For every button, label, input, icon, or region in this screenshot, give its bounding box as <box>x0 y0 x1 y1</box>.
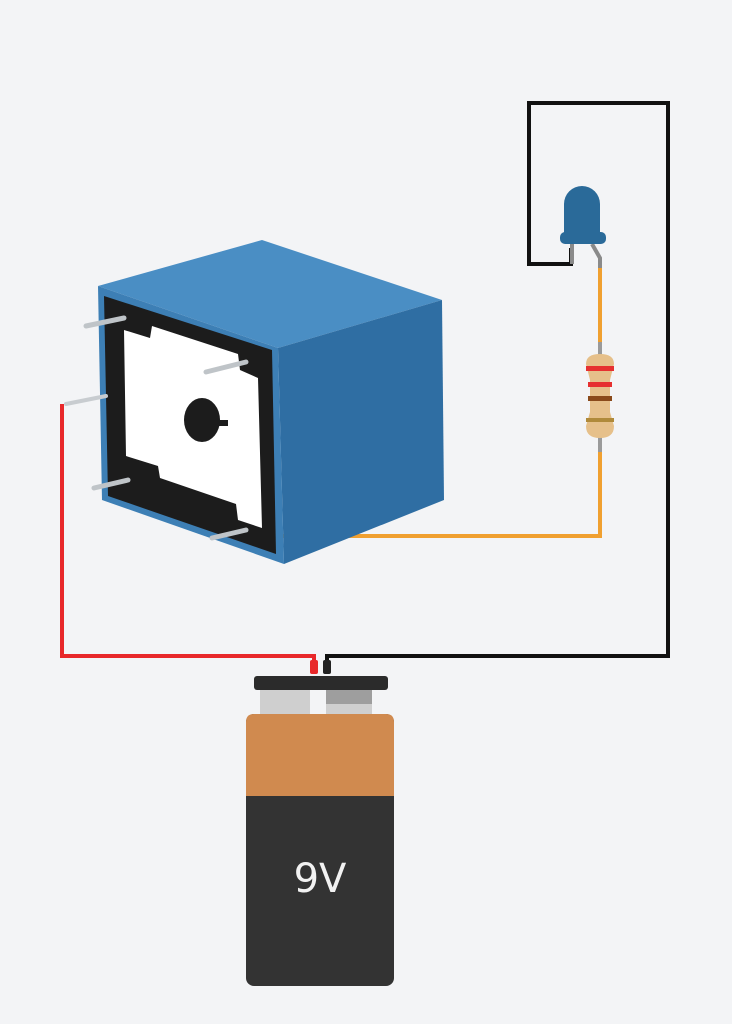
relay-side <box>278 300 444 564</box>
resistor-band-1 <box>586 366 614 371</box>
battery-voltage-label: 9V <box>294 856 347 902</box>
battery-negative-clip[interactable] <box>323 660 331 674</box>
negative-wire[interactable] <box>325 101 670 670</box>
battery-positive-clip[interactable] <box>310 660 318 674</box>
relay[interactable] <box>64 240 444 564</box>
relay-top <box>98 240 442 348</box>
relay-pin-top-left[interactable] <box>83 315 127 329</box>
resistor-band-3 <box>588 396 612 401</box>
relay-pin-bottom-right[interactable] <box>209 527 249 541</box>
relay-pin-mid-right[interactable] <box>203 359 249 375</box>
led-body <box>564 186 600 238</box>
relay-pins <box>64 315 249 541</box>
relay-pin-mid-left[interactable] <box>64 394 108 406</box>
battery[interactable]: 9V <box>246 660 394 986</box>
relay-pin-bottom-left[interactable] <box>91 477 131 491</box>
resistor-band-4 <box>586 418 614 422</box>
battery-terminal-positive <box>260 690 310 718</box>
led[interactable] <box>560 186 606 268</box>
resistor[interactable] <box>586 342 614 452</box>
battery-cap <box>254 676 388 690</box>
led-leg-right <box>590 243 602 268</box>
led-rim <box>560 232 606 244</box>
battery-top-band <box>246 714 394 796</box>
resistor-band-2 <box>588 382 612 387</box>
